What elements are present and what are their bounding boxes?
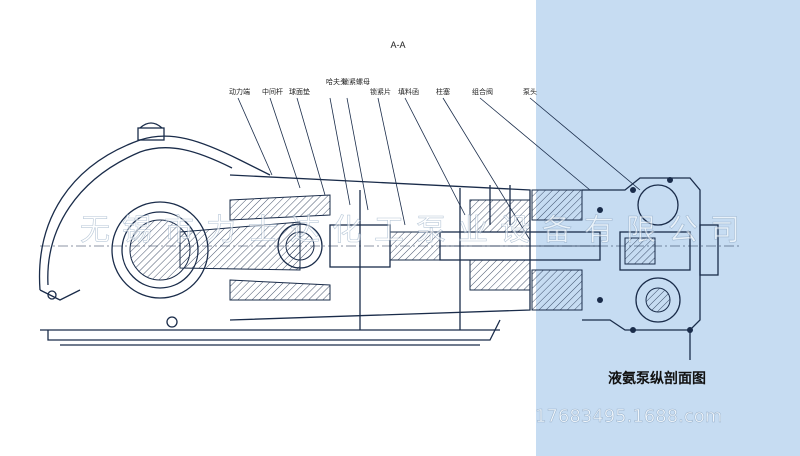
label-lock-nut: 锁紧螺母 xyxy=(342,77,370,86)
diagram-title: 液氨泵纵剖面图 xyxy=(608,370,706,387)
label-spherical-washer: 球面垫 xyxy=(289,87,310,96)
label-combined-valve: 组合阀 xyxy=(472,87,493,96)
label-power-end: 动力端 xyxy=(229,87,250,96)
label-middle-rod: 中间杆 xyxy=(262,87,283,96)
label-stuffing-box: 填料函 xyxy=(398,87,419,96)
label-half-head: 哈夫头 xyxy=(326,77,347,86)
label-lock-plate: 锁紧片 xyxy=(370,87,391,96)
plunger-assembly xyxy=(439,185,601,291)
section-mark: A-A xyxy=(390,40,405,50)
frame-body xyxy=(47,174,531,330)
leader-lines xyxy=(237,97,641,241)
label-pump-head: 泵头 xyxy=(523,87,537,96)
pump-head xyxy=(531,177,719,360)
part-labels: 动力端 中间杆 球面垫 哈夫头 锁紧螺母 锁紧片 填料函 柱塞 组合阀 泵头 xyxy=(229,77,537,96)
label-plunger: 柱塞 xyxy=(436,87,450,96)
watermark-url: 17683495.1688.com xyxy=(535,406,722,427)
background-right-panel xyxy=(536,0,800,456)
